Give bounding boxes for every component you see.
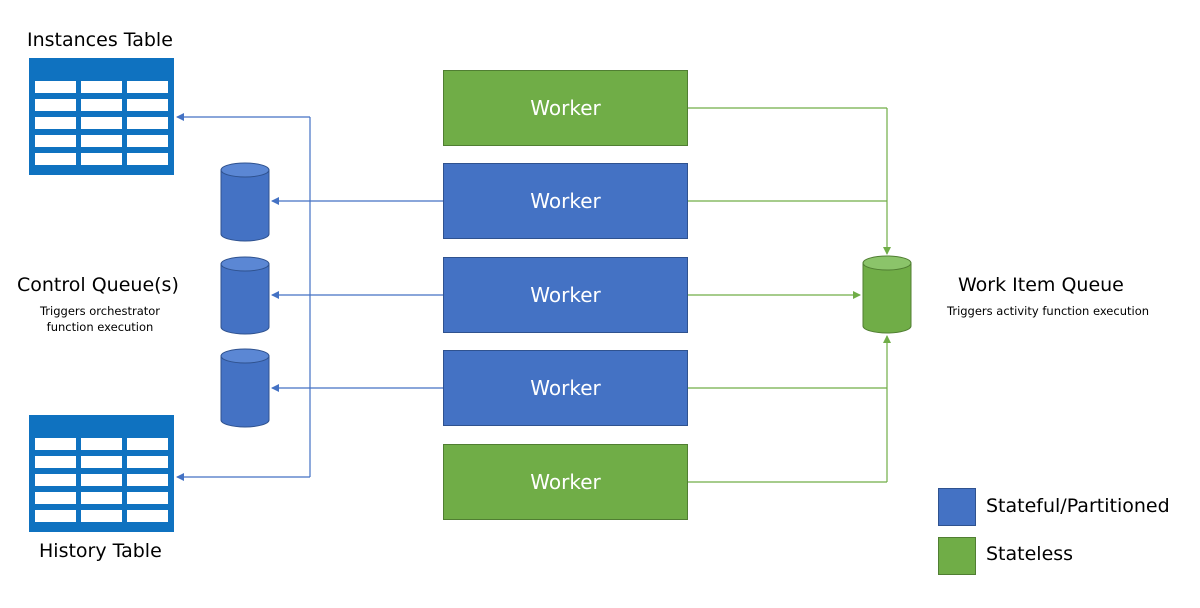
worker-label: Worker [530, 96, 601, 120]
work-item-queue-title: Work Item Queue [958, 274, 1124, 296]
blue-connectors [176, 113, 443, 481]
control-queue-subtitle-line2: function execution [46, 320, 154, 334]
work-item-queue-subtitle: Triggers activity function execution [947, 304, 1150, 318]
legend-stateful-label: Stateful/Partitioned [986, 495, 1170, 517]
worker-box-5: Worker [443, 444, 688, 520]
instances-table-label: Instances Table [27, 29, 173, 51]
control-queue-cylinder-2 [220, 256, 270, 335]
history-table-icon [29, 415, 174, 532]
instances-table-icon [29, 58, 174, 175]
worker-label: Worker [530, 283, 601, 307]
history-table-label: History Table [39, 540, 162, 562]
worker-label: Worker [530, 189, 601, 213]
worker-box-1: Worker [443, 70, 688, 146]
worker-box-4: Worker [443, 350, 688, 426]
control-queue-cylinder-3 [220, 348, 270, 428]
control-queue-cylinder-1 [220, 162, 270, 242]
control-queue-subtitle: Triggers orchestrator function execution [20, 303, 180, 335]
worker-box-3: Worker [443, 257, 688, 333]
legend-stateful-swatch [938, 488, 976, 526]
control-queue-subtitle-line1: Triggers orchestrator [39, 304, 161, 318]
work-item-queue-cylinder [862, 255, 912, 334]
legend-stateless-swatch [938, 537, 976, 575]
control-queue-title: Control Queue(s) [17, 274, 179, 296]
worker-label: Worker [530, 470, 601, 494]
worker-box-2: Worker [443, 163, 688, 239]
legend-stateless-label: Stateless [986, 543, 1074, 565]
worker-label: Worker [530, 376, 601, 400]
green-connectors [688, 107, 891, 483]
